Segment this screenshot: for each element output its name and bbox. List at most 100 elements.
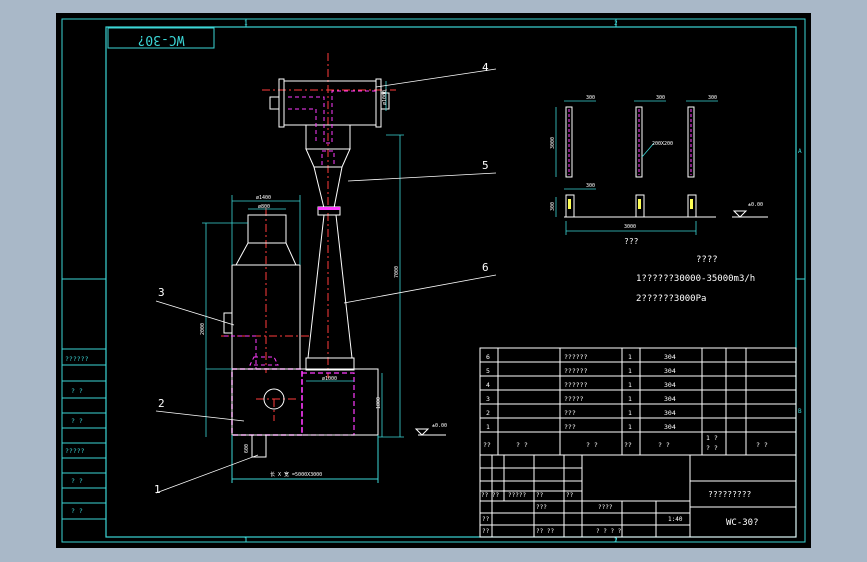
- detail-dim: 300: [656, 95, 665, 101]
- leader-5: [347, 172, 497, 182]
- dim-text: ø1400: [256, 195, 271, 201]
- notes-heading: ????: [696, 255, 718, 265]
- frame-mark: 1: [244, 20, 248, 27]
- bom-header: ??: [624, 441, 632, 449]
- tee-nozzle: [269, 96, 280, 110]
- bom-material: 304: [664, 423, 676, 431]
- part-number: 4: [482, 61, 489, 74]
- base-port: [263, 388, 285, 410]
- drawing-number: WC-30?: [726, 518, 759, 528]
- level-mark: ±0.00: [748, 202, 763, 208]
- bom-table: [479, 347, 797, 456]
- bom-header: ? ?: [516, 441, 528, 449]
- bom-no: 6: [486, 353, 490, 361]
- bom-material: 304: [664, 367, 676, 375]
- dim-text: 1800: [376, 397, 382, 409]
- tube-side: [307, 214, 325, 359]
- detail-footing: [687, 194, 697, 218]
- title-cell: ?????: [508, 492, 526, 499]
- flange-mark: [318, 207, 340, 210]
- title-cell: ?? ??: [481, 492, 499, 499]
- base-tank-outline: [231, 368, 379, 436]
- tee-flange-left: [278, 78, 285, 128]
- frame-mark: 1: [244, 537, 248, 544]
- detail-dim: 300: [550, 202, 556, 211]
- bom-no: 4: [486, 381, 490, 389]
- bom-qty: 1: [628, 353, 632, 361]
- bom-name: ???: [564, 423, 576, 431]
- bom-qty: 1: [628, 367, 632, 375]
- bom-header: ? ?: [658, 441, 670, 449]
- leader-6: [343, 274, 497, 304]
- detail-dim: 3000: [550, 137, 556, 149]
- cad-drawing: 1 2 1 2 A B WC-30? ?????? ? ? ? ? ????? …: [61, 18, 806, 544]
- bom-material: 304: [664, 409, 676, 417]
- left-table-cell: ?????: [65, 447, 85, 455]
- left-table-cell: ? ?: [71, 387, 83, 395]
- bom-no: 3: [486, 395, 490, 403]
- frame-mark: B: [798, 408, 802, 415]
- bom-qty: 1: [628, 423, 632, 431]
- stamp-box: [107, 27, 215, 49]
- column-valve: [249, 356, 279, 366]
- leader-3: [155, 300, 235, 326]
- title-cell: ?? ??: [536, 528, 554, 535]
- bom-name: ??????: [564, 367, 588, 375]
- bom-no: 2: [486, 409, 490, 417]
- title-cell: ??: [482, 516, 490, 523]
- detail-dim: 300: [708, 95, 717, 101]
- bom-qty: 1: [628, 395, 632, 403]
- detail-post: [565, 106, 573, 178]
- dim-text: 长 X 宽 =5000X3000: [270, 471, 322, 478]
- detail-dim: 3000: [624, 224, 636, 230]
- tee-body: [283, 80, 377, 126]
- left-table-cell: ? ?: [71, 417, 83, 425]
- detail-dim: 300: [586, 183, 595, 189]
- bom-name: ?????: [564, 395, 584, 403]
- dim-text: 7000: [394, 266, 400, 278]
- part-number: 1: [154, 483, 161, 496]
- detail-post: [635, 106, 643, 178]
- bom-header: 1 ?: [706, 434, 718, 442]
- part-number: 6: [482, 261, 489, 274]
- drain-pipe: [251, 434, 267, 458]
- bom-header: ??: [483, 441, 491, 449]
- bom-name: ??????: [564, 381, 588, 389]
- bom-name: ??????: [564, 353, 588, 361]
- title-cell: ???: [536, 504, 547, 511]
- bom-material: 304: [664, 395, 676, 403]
- left-table-cell: ? ?: [71, 507, 83, 515]
- dim-text: ø1000: [382, 90, 388, 105]
- left-table-cell: ? ?: [71, 477, 83, 485]
- left-table: [61, 278, 107, 520]
- bom-qty: 1: [628, 381, 632, 389]
- leader-4: [375, 68, 497, 88]
- detail-footing: [565, 194, 575, 218]
- part-number: 3: [158, 286, 165, 299]
- bom-no: 1: [486, 423, 490, 431]
- notes-line: 2??????3000Pa: [636, 294, 706, 304]
- drawing-name: ?????????: [708, 490, 752, 499]
- detail-caption: ???: [624, 237, 639, 246]
- leader-1: [155, 454, 259, 494]
- cone-side: [313, 166, 325, 209]
- column-nozzle: [223, 312, 233, 334]
- title-cell: ??: [536, 492, 544, 499]
- bom-no: 5: [486, 367, 490, 375]
- title-cell: ??: [566, 492, 574, 499]
- bom-material: 304: [664, 353, 676, 361]
- cone-side: [333, 166, 343, 209]
- base-tank-right: [301, 372, 355, 436]
- detail-footing: [635, 194, 645, 218]
- detail-dim: 300: [586, 95, 595, 101]
- title-cell: ? ? ? ?: [596, 528, 622, 535]
- detail-post: [687, 106, 695, 178]
- dim-text: 2000: [200, 323, 206, 335]
- bom-qty: 1: [628, 409, 632, 417]
- column-top: [247, 214, 287, 244]
- column-hidden-line: [224, 335, 257, 369]
- title-cell: ??: [482, 528, 490, 535]
- title-block: [479, 454, 797, 538]
- bom-name: ???: [564, 409, 576, 417]
- detail-dim: 200X200: [652, 141, 673, 147]
